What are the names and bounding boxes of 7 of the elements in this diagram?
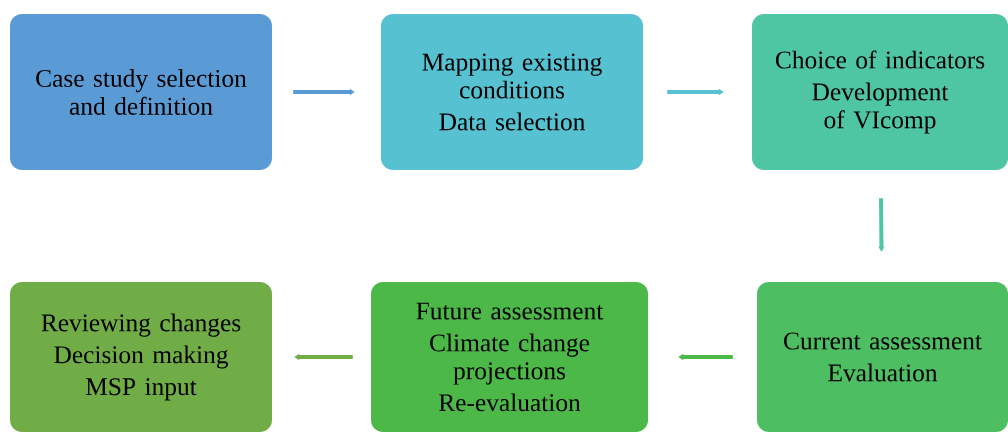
process-box: Current assessment Evaluation bbox=[757, 282, 1008, 432]
process-box: Case study selection and definition bbox=[10, 14, 272, 170]
process-box: Mapping existing conditions Data selection bbox=[381, 14, 643, 170]
process-box: Reviewing changes Decision making MSP input bbox=[10, 282, 272, 432]
process-box: Choice of indicators Development of VIcomp bbox=[752, 14, 1008, 170]
arrow bbox=[878, 198, 885, 252]
process-box: Future assessment Climate change projections Re-evaluation bbox=[371, 282, 648, 432]
